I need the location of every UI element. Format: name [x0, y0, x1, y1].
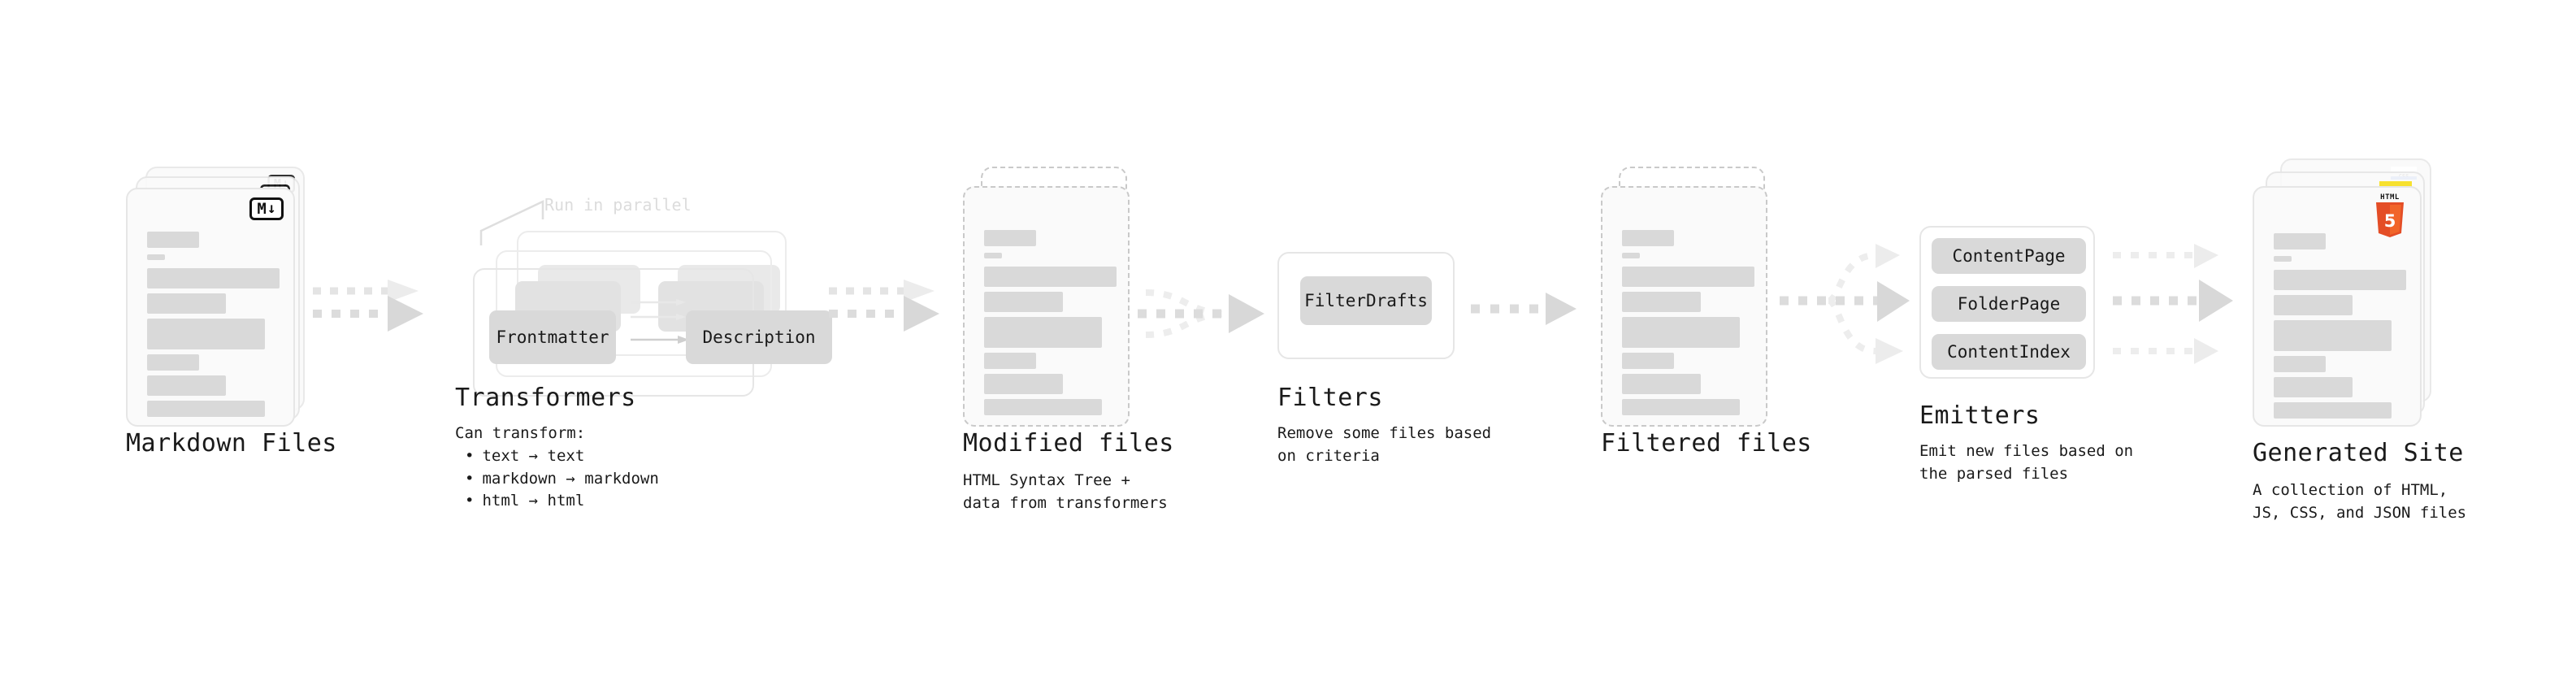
skeleton-bar	[1622, 353, 1674, 369]
transformer-node-frontmatter[interactable]: Frontmatter	[489, 310, 616, 364]
bullet-text: html → html	[482, 492, 585, 510]
connector-arrow-3	[1138, 273, 1284, 354]
skeleton-bar	[2274, 377, 2353, 397]
filter-node-filterdrafts[interactable]: FilterDrafts	[1300, 276, 1432, 325]
connector-arrow-4	[1471, 289, 1593, 330]
skeleton-bar	[147, 354, 199, 371]
skeleton-bar	[147, 268, 280, 288]
filtered-card-front	[1601, 186, 1767, 427]
run-in-parallel-label: Run in parallel	[544, 195, 692, 215]
skeleton-bar	[1622, 292, 1701, 312]
skeleton-bar	[984, 353, 1036, 369]
skeleton-bar	[1622, 230, 1674, 246]
page-title-transformers: Transformers	[455, 384, 636, 412]
transformers-subtitle: Can transform:	[455, 424, 586, 442]
transformer-inner-arrows-ghost	[631, 299, 694, 335]
transformer-node-description[interactable]: Description	[686, 310, 832, 364]
skeleton-bar	[1622, 317, 1740, 348]
generated-site-subtitle: A collection of HTML, JS, CSS, and JSON …	[2253, 481, 2467, 522]
skeleton-bar	[147, 293, 226, 314]
skeleton-bar	[1622, 374, 1701, 394]
list-item: • markdown → markdown	[465, 468, 659, 491]
skeleton-bar	[2274, 356, 2326, 372]
filters-subtitle: Remove some files based on criteria	[1277, 424, 1492, 465]
emitter-node-contentindex[interactable]: ContentIndex	[1932, 334, 2086, 370]
filters-box: FilterDrafts	[1277, 252, 1455, 359]
page-title-emitters: Emitters	[1919, 401, 2040, 430]
markdown-card-front: M↓	[126, 188, 295, 427]
skeleton-bar	[147, 401, 265, 417]
bullet-dot: •	[465, 492, 475, 510]
skeleton-bar	[984, 230, 1036, 246]
html5-badge-label: HTML	[2380, 193, 2400, 202]
skeleton-bar	[1622, 253, 1640, 258]
skeleton-bar	[147, 254, 165, 260]
parallel-bracket	[479, 198, 553, 249]
list-item: • text → text	[465, 445, 659, 468]
modified-card-front	[963, 186, 1130, 427]
stage-filtered-files	[1601, 167, 1776, 427]
skeleton-bar	[2274, 256, 2292, 262]
skeleton-bar	[984, 267, 1117, 287]
markdown-badge: M↓	[249, 197, 284, 220]
generated-card-front-html: HTML 5	[2253, 186, 2422, 427]
bullet-dot: •	[465, 469, 475, 488]
connector-arrow-5	[1780, 228, 1942, 390]
page-title-filtered-files: Filtered files	[1601, 429, 1812, 458]
emitter-node-folderpage[interactable]: FolderPage	[1932, 286, 2086, 322]
list-item: • html → html	[465, 490, 659, 513]
skeleton-bar	[1622, 399, 1740, 415]
skeleton-bar	[147, 375, 226, 396]
markdown-badge-letter: M	[257, 199, 267, 218]
emitters-subtitle: Emit new files based on the parsed files	[1919, 442, 2134, 483]
page-title-markdown-files: Markdown Files	[126, 429, 337, 458]
html5-shield-icon: 5	[2376, 202, 2404, 237]
skeleton-bar	[2274, 270, 2406, 290]
page-title-modified-files: Modified files	[963, 429, 1174, 458]
html5-badge: HTML 5	[2371, 194, 2409, 238]
skeleton-bar	[984, 374, 1063, 394]
transformer-inner-arrow	[631, 333, 696, 346]
modified-card-stack	[963, 167, 1138, 427]
connector-arrow-6	[2113, 228, 2267, 390]
bullet-dot: •	[465, 447, 475, 465]
page-title-filters: Filters	[1277, 384, 1383, 412]
transformers-bullet-list: • text → text • markdown → markdown • html …	[465, 445, 659, 513]
bullet-text: text → text	[482, 447, 585, 465]
skeleton-bar	[984, 399, 1102, 415]
markdown-card-stack: M↓ M↓ M↓	[126, 167, 313, 427]
connector-arrow-1	[313, 275, 443, 348]
markdown-badge-arrow: ↓	[267, 200, 276, 217]
bullet-text: markdown → markdown	[482, 469, 659, 488]
skeleton-bar	[1622, 267, 1754, 287]
generated-card-stack: CSS HTML 5	[2253, 158, 2439, 427]
skeleton-bar	[984, 292, 1063, 312]
connector-arrow-2	[829, 275, 959, 348]
emitter-node-contentpage[interactable]: ContentPage	[1932, 238, 2086, 274]
filtered-card-stack	[1601, 167, 1776, 427]
skeleton-bar	[2274, 295, 2353, 315]
skeleton-bar	[984, 253, 1002, 258]
skeleton-bar	[2274, 402, 2392, 419]
skeleton-bar	[147, 319, 265, 349]
skeleton-bar	[984, 317, 1102, 348]
skeleton-bar	[2274, 320, 2392, 351]
svg-text:5: 5	[2384, 211, 2396, 231]
skeleton-bar	[147, 232, 199, 248]
skeleton-bar	[2274, 233, 2326, 249]
stage-generated-site: CSS HTML 5	[2253, 158, 2439, 427]
stage-markdown-files: M↓ M↓ M↓	[126, 167, 313, 427]
modified-files-subtitle: HTML Syntax Tree + data from transformer…	[963, 471, 1168, 512]
stage-modified-files	[963, 167, 1138, 427]
emitters-box: ContentPage FolderPage ContentIndex	[1919, 226, 2095, 379]
page-title-generated-site: Generated Site	[2253, 439, 2464, 467]
